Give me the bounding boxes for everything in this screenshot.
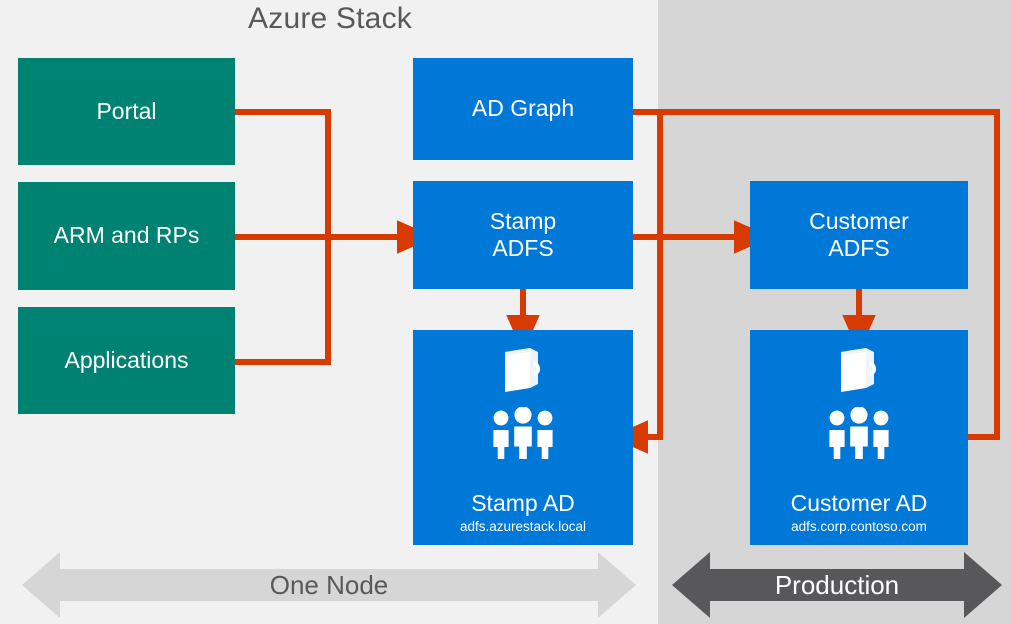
node-customer-ad[interactable]: Customer AD adfs.corp.contoso.com	[750, 330, 968, 545]
node-stamp-adfs[interactable]: Stamp ADFS	[413, 181, 633, 289]
node-portal[interactable]: Portal	[18, 58, 235, 165]
three-users-icon	[825, 406, 893, 464]
node-customer-adfs[interactable]: Customer ADFS	[750, 181, 968, 289]
node-customer-adfs-line2: ADFS	[828, 235, 890, 261]
directory-folder-icon	[833, 344, 885, 401]
customer-ad-icon-group	[750, 344, 968, 464]
connector-ad-graph-to-stamp-ad	[609, 112, 663, 454]
band-one-node: One Node	[22, 552, 636, 618]
stamp-ad-icon-group	[413, 344, 633, 464]
production-double-arrow-icon	[672, 552, 1002, 618]
node-ad-graph-label: AD Graph	[471, 95, 575, 122]
node-arm-and-rps-label: ARM and RPs	[53, 222, 200, 249]
node-customer-ad-label: Customer AD	[790, 489, 928, 516]
node-customer-adfs-line1: Customer	[809, 207, 909, 234]
three-users-icon	[489, 406, 557, 464]
node-arm-and-rps[interactable]: ARM and RPs	[18, 182, 235, 290]
band-one-node-label: One Node	[269, 569, 389, 600]
one-node-double-arrow-icon	[22, 552, 636, 618]
node-stamp-adfs-line2: ADFS	[492, 235, 554, 261]
node-stamp-adfs-line1: Stamp	[489, 207, 557, 234]
directory-folder-icon	[497, 344, 549, 401]
node-portal-label: Portal	[96, 97, 157, 124]
band-production-label: Production	[774, 569, 900, 600]
node-ad-graph[interactable]: AD Graph	[413, 58, 633, 160]
connector-portal-to-bus	[235, 109, 331, 237]
node-applications-label: Applications	[64, 346, 189, 373]
node-stamp-ad-subtitle: adfs.azurestack.local	[459, 518, 587, 534]
node-customer-ad-subtitle: adfs.corp.contoso.com	[791, 518, 927, 534]
node-applications[interactable]: Applications	[18, 307, 235, 414]
connector-applications-to-bus	[235, 237, 331, 365]
band-production: Production	[672, 552, 1002, 618]
node-stamp-ad[interactable]: Stamp AD adfs.azurestack.local	[413, 330, 633, 545]
node-stamp-ad-label: Stamp AD	[471, 489, 575, 516]
page-title: Azure Stack	[248, 2, 412, 35]
